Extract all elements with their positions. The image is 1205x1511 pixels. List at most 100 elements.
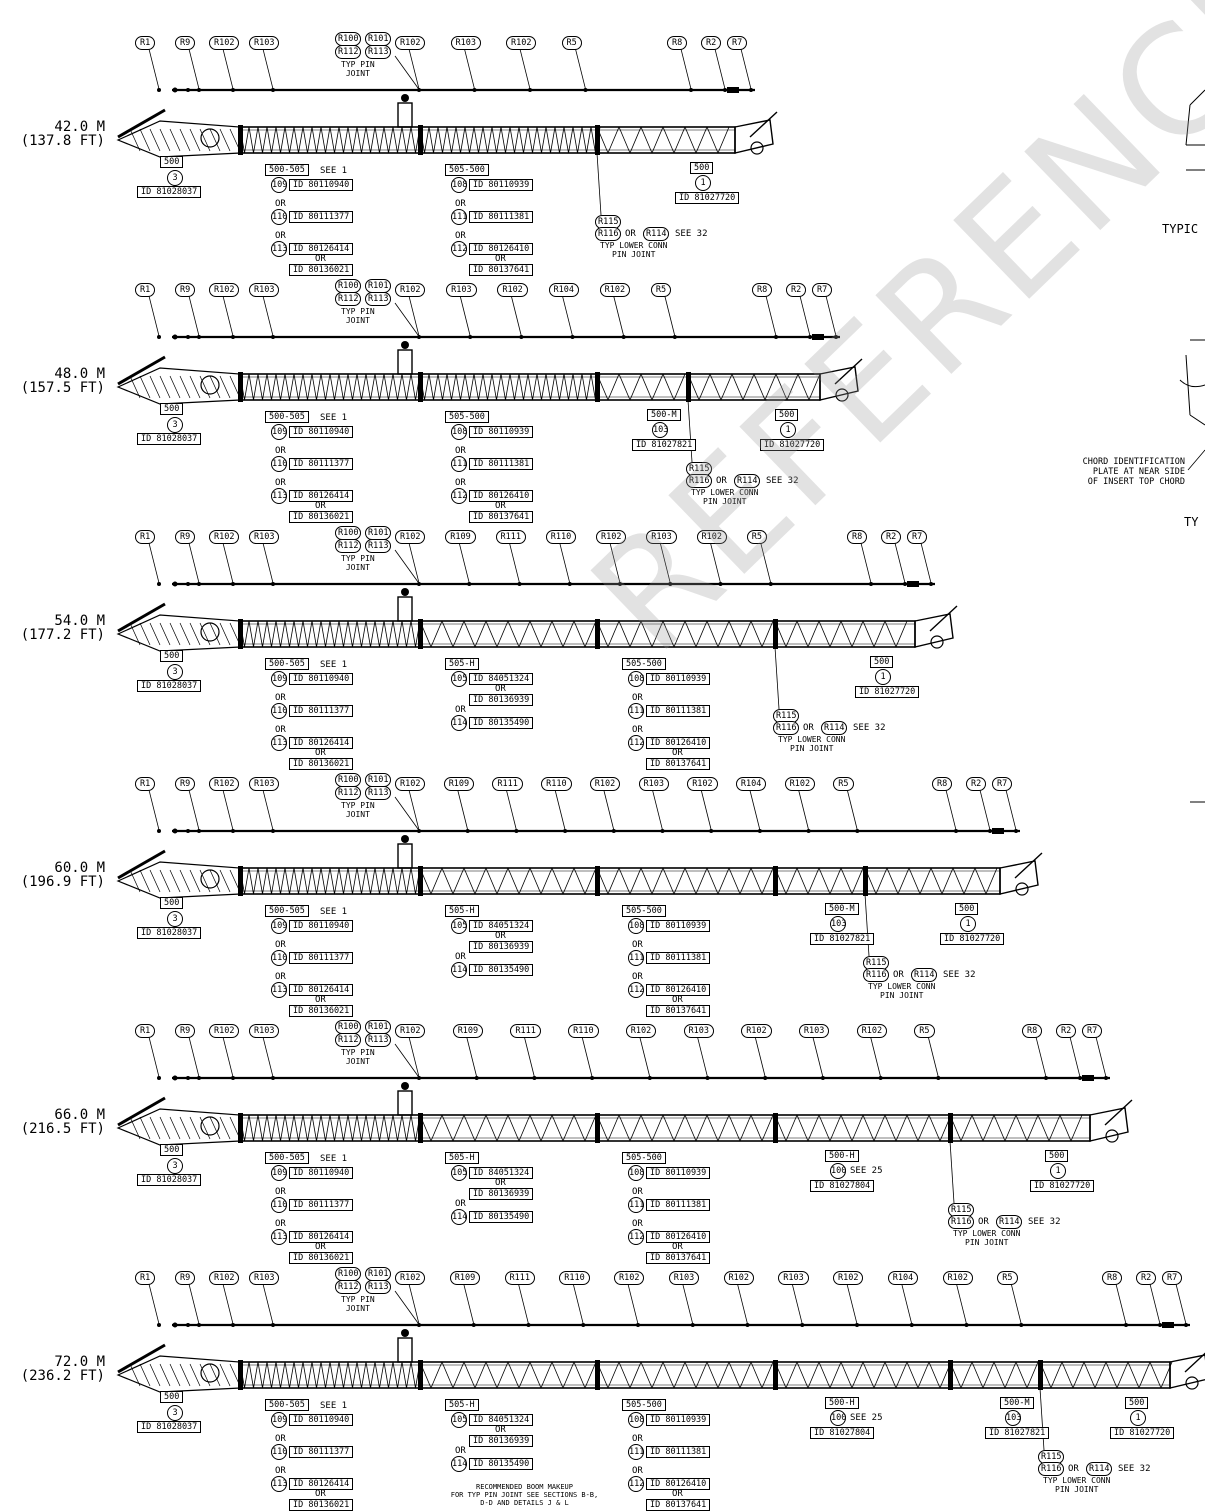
lacing bbox=[179, 1116, 191, 1140]
lacing bbox=[179, 1363, 191, 1387]
lacing bbox=[463, 1361, 476, 1389]
lacing bbox=[397, 620, 403, 648]
ref-leader bbox=[700, 789, 712, 831]
lacing bbox=[993, 1361, 1006, 1389]
ref-leader bbox=[222, 542, 234, 584]
section-id: ID 81027720 bbox=[1110, 1427, 1175, 1439]
pendant-pin bbox=[186, 582, 190, 586]
lacing bbox=[325, 620, 331, 648]
lacing bbox=[862, 1114, 875, 1142]
lacing bbox=[807, 620, 820, 648]
joint-dot bbox=[468, 335, 473, 339]
lacing bbox=[536, 373, 542, 401]
joint-dot bbox=[271, 335, 275, 339]
lacing bbox=[325, 1361, 331, 1389]
lacing bbox=[365, 1114, 371, 1142]
lacing bbox=[248, 126, 254, 154]
ref-leader bbox=[714, 48, 726, 90]
or-label: OR bbox=[455, 705, 466, 715]
boom-length-m: 54.0 M bbox=[54, 613, 105, 629]
or-label: OR bbox=[455, 199, 466, 209]
section-type: 500 bbox=[160, 1144, 184, 1156]
lacing bbox=[673, 1114, 686, 1142]
boom-length-m: 42.0 M bbox=[54, 119, 105, 135]
pendant-ref-r7: R7 bbox=[1162, 1271, 1183, 1285]
lacing bbox=[397, 126, 403, 154]
ref-leader bbox=[979, 789, 991, 831]
lacing bbox=[365, 126, 371, 154]
lacing bbox=[706, 1114, 719, 1142]
mast-bracket bbox=[397, 843, 413, 869]
boom-stop-arm bbox=[117, 108, 166, 139]
lacing bbox=[370, 1361, 376, 1389]
or-label: OR bbox=[315, 501, 326, 511]
lacing bbox=[379, 1114, 385, 1142]
ref-leader bbox=[1115, 1283, 1127, 1325]
joint-dot bbox=[749, 88, 753, 92]
pendant-ref-r102: R102 bbox=[833, 1271, 864, 1285]
boom-insert bbox=[949, 1361, 1041, 1389]
lacing bbox=[338, 620, 344, 648]
or-label: OR bbox=[632, 693, 643, 703]
section-number: 3 bbox=[167, 911, 183, 927]
lacing bbox=[895, 620, 908, 648]
section-type: 505-500 bbox=[622, 658, 666, 670]
lacing bbox=[129, 128, 141, 152]
ref-leader bbox=[458, 542, 470, 584]
pendant-pin bbox=[172, 581, 178, 587]
lacing bbox=[829, 867, 842, 895]
pin-ref-r100: R100 bbox=[335, 32, 362, 46]
lacing bbox=[293, 1361, 299, 1389]
sheave bbox=[1185, 1376, 1199, 1390]
ref-leader bbox=[262, 1283, 274, 1325]
lacing bbox=[352, 1114, 358, 1142]
ref-leader bbox=[740, 48, 752, 90]
alt-number: 109 bbox=[271, 1412, 287, 1428]
section-type: 500-505 bbox=[265, 658, 309, 670]
alt-number: 112 bbox=[628, 1476, 644, 1492]
lacing bbox=[179, 869, 191, 893]
lacing bbox=[460, 373, 466, 401]
section-number: 3 bbox=[167, 1405, 183, 1421]
ref-leader bbox=[682, 1283, 694, 1325]
section-id: ID 81028037 bbox=[137, 433, 202, 445]
alt-number: 110 bbox=[271, 1197, 287, 1213]
lacing bbox=[785, 620, 798, 648]
lacing bbox=[446, 126, 452, 154]
boom-insert bbox=[239, 126, 421, 154]
alt-id: ID 80111377 bbox=[289, 952, 354, 964]
lacing bbox=[651, 126, 664, 154]
alt-id: ID 80137641 bbox=[646, 1005, 711, 1017]
lacing bbox=[441, 1114, 454, 1142]
lacing bbox=[441, 1361, 454, 1389]
lacing bbox=[928, 1361, 941, 1389]
lacing bbox=[485, 620, 498, 648]
or-label: OR bbox=[315, 254, 326, 264]
lacing bbox=[906, 1114, 919, 1142]
joint-dot bbox=[672, 335, 677, 339]
ref-leader bbox=[148, 48, 160, 90]
or-label: OR bbox=[672, 1242, 683, 1252]
tip-bracket bbox=[834, 358, 863, 385]
alt-id: ID 80111377 bbox=[289, 1199, 354, 1211]
tip-head bbox=[914, 613, 954, 648]
alt-number: 114 bbox=[451, 1209, 467, 1225]
lacing bbox=[329, 620, 335, 648]
section-number: 3 bbox=[167, 417, 183, 433]
lacing bbox=[586, 373, 592, 401]
lacing bbox=[618, 620, 631, 648]
boom-insert bbox=[596, 867, 776, 895]
lower-conn-ref-1: R115 bbox=[863, 956, 890, 970]
section-type: 505-500 bbox=[622, 1399, 666, 1411]
ref-leader bbox=[408, 295, 420, 337]
lacing bbox=[316, 126, 322, 154]
joint-dot bbox=[1104, 1076, 1108, 1080]
lacing bbox=[388, 620, 394, 648]
lacing bbox=[209, 1116, 221, 1140]
ref-leader bbox=[581, 1036, 593, 1078]
pin-joint bbox=[238, 372, 243, 402]
ref-leader bbox=[1175, 1283, 1187, 1325]
joint-dot bbox=[474, 1076, 479, 1080]
lacing bbox=[541, 126, 547, 154]
